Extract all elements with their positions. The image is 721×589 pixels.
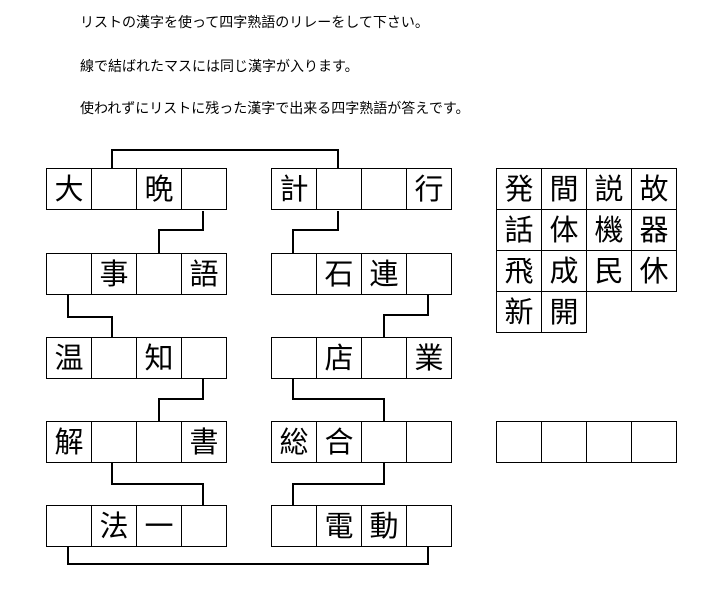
right-r3-c1[interactable] <box>271 337 317 379</box>
right-r5-c2[interactable]: 電 <box>316 505 362 547</box>
left-r3-c1[interactable]: 温 <box>46 337 92 379</box>
kanji-list-item: 成 <box>541 250 587 292</box>
right-word-row-1: 計 行 <box>271 168 452 210</box>
right-r3-c4[interactable]: 業 <box>406 337 452 379</box>
kanji-list-item: 機 <box>586 209 632 251</box>
kanji-list-item: 故 <box>631 168 677 210</box>
right-r1-c1[interactable]: 計 <box>271 168 317 210</box>
left-r1-c3[interactable]: 晩 <box>136 168 182 210</box>
left-r5-c2[interactable]: 法 <box>91 505 137 547</box>
right-r2-c3[interactable]: 連 <box>361 253 407 295</box>
kanji-list-item: 説 <box>586 168 632 210</box>
left-r1-c4[interactable] <box>181 168 227 210</box>
right-r3-c3[interactable] <box>361 337 407 379</box>
left-word-row-5: 法 一 <box>46 505 227 547</box>
left-r4-c1[interactable]: 解 <box>46 421 92 463</box>
right-r1-c3[interactable] <box>361 168 407 210</box>
right-r1-c4[interactable]: 行 <box>406 168 452 210</box>
left-r2-c2[interactable]: 事 <box>91 253 137 295</box>
left-r1-c2[interactable] <box>91 168 137 210</box>
left-r4-c4[interactable]: 書 <box>181 421 227 463</box>
left-r3-c3[interactable]: 知 <box>136 337 182 379</box>
kanji-list: 発 間 説 故 話 体 機 器 飛 成 民 休 新 開 <box>496 168 677 333</box>
kanji-list-item: 話 <box>496 209 542 251</box>
kanji-list-item: 民 <box>586 250 632 292</box>
right-word-row-5: 電 動 <box>271 505 452 547</box>
instruction-line-3: 使われずにリストに残った漢字で出来る四字熟語が答えです。 <box>80 101 470 117</box>
left-r4-c3[interactable] <box>136 421 182 463</box>
left-word-row-4: 解 書 <box>46 421 227 463</box>
right-word-row-4: 総 合 <box>271 421 452 463</box>
left-r2-c4[interactable]: 語 <box>181 253 227 295</box>
right-word-row-2: 石 連 <box>271 253 452 295</box>
answer-cell-1[interactable] <box>496 421 542 463</box>
right-r3-c2[interactable]: 店 <box>316 337 362 379</box>
right-r5-c4[interactable] <box>406 505 452 547</box>
left-word-row-2: 事 語 <box>46 253 227 295</box>
left-r5-c1[interactable] <box>46 505 92 547</box>
kanji-list-item: 器 <box>631 209 677 251</box>
right-r2-c4[interactable] <box>406 253 452 295</box>
left-r5-c4[interactable] <box>181 505 227 547</box>
answer-cell-3[interactable] <box>586 421 632 463</box>
left-word-row-3: 温 知 <box>46 337 227 379</box>
instruction-line-2: 線で結ばれたマスには同じ漢字が入ります。 <box>80 59 359 75</box>
left-r1-c1[interactable]: 大 <box>46 168 92 210</box>
right-r1-c2[interactable] <box>316 168 362 210</box>
right-word-row-3: 店 業 <box>271 337 452 379</box>
answer-row <box>496 421 677 463</box>
kanji-list-item: 間 <box>541 168 587 210</box>
kanji-list-item: 飛 <box>496 250 542 292</box>
left-r3-c4[interactable] <box>181 337 227 379</box>
right-r2-c1[interactable] <box>271 253 317 295</box>
right-r2-c2[interactable]: 石 <box>316 253 362 295</box>
right-r4-c2[interactable]: 合 <box>316 421 362 463</box>
left-r2-c3[interactable] <box>136 253 182 295</box>
right-r4-c1[interactable]: 総 <box>271 421 317 463</box>
kanji-list-item: 発 <box>496 168 542 210</box>
answer-cell-2[interactable] <box>541 421 587 463</box>
left-r2-c1[interactable] <box>46 253 92 295</box>
left-r4-c2[interactable] <box>91 421 137 463</box>
kanji-list-item: 休 <box>631 250 677 292</box>
instruction-line-1: リストの漢字を使って四字熟語のリレーをして下さい。 <box>80 15 429 31</box>
left-r5-c3[interactable]: 一 <box>136 505 182 547</box>
right-r5-c3[interactable]: 動 <box>361 505 407 547</box>
left-word-row-1: 大 晩 <box>46 168 227 210</box>
answer-cell-4[interactable] <box>631 421 677 463</box>
kanji-list-item: 開 <box>541 291 587 333</box>
left-r3-c2[interactable] <box>91 337 137 379</box>
right-r5-c1[interactable] <box>271 505 317 547</box>
kanji-list-item: 新 <box>496 291 542 333</box>
right-r4-c4[interactable] <box>406 421 452 463</box>
right-r4-c3[interactable] <box>361 421 407 463</box>
kanji-list-item: 体 <box>541 209 587 251</box>
